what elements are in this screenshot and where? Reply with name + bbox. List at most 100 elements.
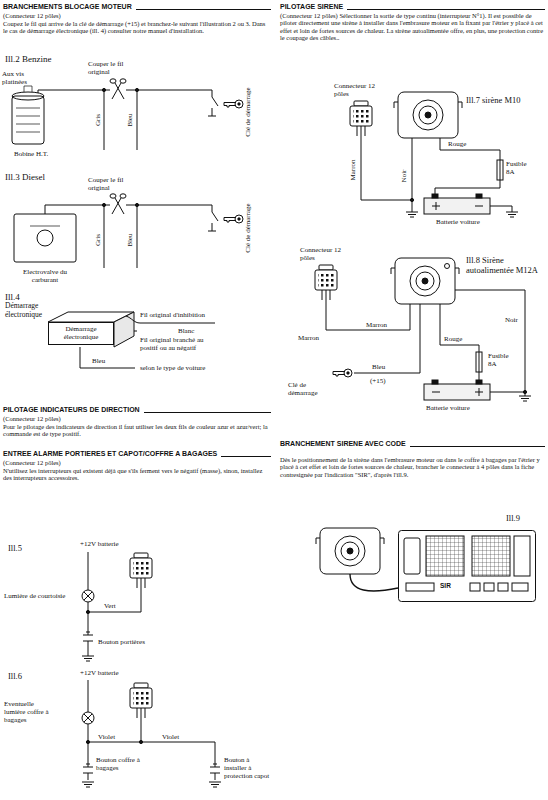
section-heading: BRANCHEMENTS BLOCAGE MOTEUR (3, 3, 132, 11)
callout-label: (Connecteur 12 pôles) (3, 12, 61, 19)
wire-label: Bleu (126, 113, 134, 126)
wire-label: Gris (94, 234, 102, 246)
heading-row: PILOTAGE INDICATEURS DE DIRECTION (3, 406, 271, 414)
wire-label: Clé de démarrage (244, 87, 252, 136)
ill3-diesel-part (14, 214, 76, 262)
ill7-siren-m10-part (410, 198, 413, 201)
ill2-benzine-part (12, 96, 44, 144)
callout-label: Couper le fil original (88, 176, 132, 192)
ill7-siren-m10-part (394, 92, 462, 138)
callout-label: Marron (366, 321, 387, 329)
callout-label: Blanc (178, 327, 194, 335)
section-heading: PILOTAGE SIRENE (280, 3, 343, 11)
ill5-door-switch (82, 552, 152, 661)
ill7-siren-m10-part (350, 101, 372, 136)
wire-label: Marron (349, 160, 357, 181)
ill6-trunk-hood-switch-part (82, 782, 94, 787)
ill8-siren-m12a-part (333, 369, 352, 377)
ill3-diesel-part (37, 230, 53, 246)
ill2-benzine-part (110, 79, 126, 99)
ill7-siren-m10-part (490, 206, 512, 212)
ill5-door-switch-part (82, 590, 94, 602)
ill8-siren-m12a-part (476, 352, 482, 372)
wire-label: Clé de démarrage (244, 203, 252, 252)
ill6-trunk-hood-switch-part (210, 762, 220, 780)
section-heading: ENTREE ALARME PORTIERES ET CAPOT/COFFRE … (3, 450, 217, 458)
callout-label: +12V batterie (80, 540, 119, 548)
ill2-benzine-part (102, 88, 105, 91)
ill4-electronic-start-part (114, 312, 134, 347)
ill6-trunk-hood-switch-part (130, 683, 152, 718)
callout-label: +12V batterie (80, 669, 119, 677)
ill2-benzine-part (224, 100, 243, 108)
callout-label: Ill.3 Diesel (5, 172, 45, 182)
ill3-diesel-part (224, 215, 243, 223)
control-unit: SIR (398, 530, 536, 602)
heading-rule (410, 446, 545, 447)
body-text: (Connecteur 12 pôles) Sélectionner la so… (280, 12, 545, 42)
ill8-siren-m12a-part (354, 304, 420, 373)
ill7-siren-m10-part (432, 202, 483, 210)
control-unit-outline-part (399, 531, 536, 602)
socket-label: SIR (440, 582, 451, 589)
control-unit-outline-part (498, 583, 508, 591)
callout-label: Ill.4 (5, 292, 20, 302)
ill6-trunk-hood-switch-part (209, 782, 221, 787)
ill8-siren-m12a-part (424, 380, 490, 400)
ill8-siren-m12a (315, 258, 531, 401)
ill2-benzine-part (135, 88, 138, 91)
ill2-benzine-part (16, 86, 40, 132)
ill3-diesel-part (45, 205, 218, 231)
callout-label: (Connecteur 12 pôles) (3, 459, 61, 466)
control-unit-outline-part (512, 583, 528, 591)
ill9-coded-siren-part (350, 574, 398, 591)
callout-label: Violet (162, 733, 179, 741)
control-unit-outline-part (484, 583, 494, 591)
ill3-diesel-part (102, 203, 105, 206)
callout-label: Fil original d'inhibition (140, 311, 205, 319)
control-unit-outline (398, 530, 536, 602)
heading-row: BRANCHEMENTS BLOCAGE MOTEUR (3, 3, 271, 11)
callout-label: selon le type de voiture (140, 364, 205, 372)
body-text: Coupez le fil qui arrive de la clé de dé… (3, 20, 271, 35)
ill6-trunk-hood-switch-part (139, 740, 142, 743)
callout-label: Rouge (448, 140, 466, 148)
section-heading: PILOTAGE INDICATEURS DE DIRECTION (3, 406, 140, 414)
ill3-diesel-part (135, 203, 138, 206)
wire-label: Bleu (126, 233, 134, 246)
callout-label: Couper le fil original (88, 60, 132, 76)
box-text: Démarrage électronique (51, 326, 111, 341)
body-text: N'utilisez les interrupteurs qui existen… (3, 467, 271, 482)
ill7-siren-m10-part (406, 212, 418, 217)
ill5-door-switch-part (82, 656, 94, 661)
callout-label: Eventuelle lumière coffre à bagages (4, 700, 54, 724)
ill2-benzine (12, 79, 243, 150)
callout-label: Violet (98, 733, 115, 741)
control-unit-outline-part (472, 536, 510, 576)
ill8-siren-m12a-part (519, 396, 531, 401)
heading-rule (221, 456, 271, 457)
callout-label: Bleu (92, 357, 105, 365)
ill6-trunk-hood-switch (82, 680, 221, 787)
ill7-siren-m10-part (361, 136, 412, 212)
callout-label: Aux vis platinées (2, 70, 44, 86)
heading-rule (136, 9, 271, 10)
ill6-trunk-hood-switch-part (86, 740, 89, 743)
control-unit-outline-part (426, 536, 464, 576)
ill6-trunk-hood-switch-part (83, 762, 93, 780)
ill8-siren-m12a-part (490, 392, 525, 393)
callout-label: Noir (505, 316, 518, 324)
ill7-siren-m10-part (424, 194, 490, 214)
ill3-diesel-part (110, 194, 126, 214)
callout-label: Fusible 8A (506, 160, 534, 176)
ill8-siren-m12a-part (391, 258, 459, 304)
ill8-siren-m12a-part (445, 264, 450, 269)
callout-label: Fusible 8A (488, 352, 516, 368)
control-unit-outline-part (404, 538, 420, 574)
ill8-siren-m12a-part (315, 265, 337, 300)
callout-label: Bouton portières (98, 638, 145, 646)
callout-label: Lumière de courtoisie (4, 592, 65, 600)
ill7-siren-m10 (350, 92, 518, 217)
callout-label: Connecteur 12 pôles (300, 246, 348, 262)
callout-label: Bouton à installer à protection capot (224, 756, 272, 780)
